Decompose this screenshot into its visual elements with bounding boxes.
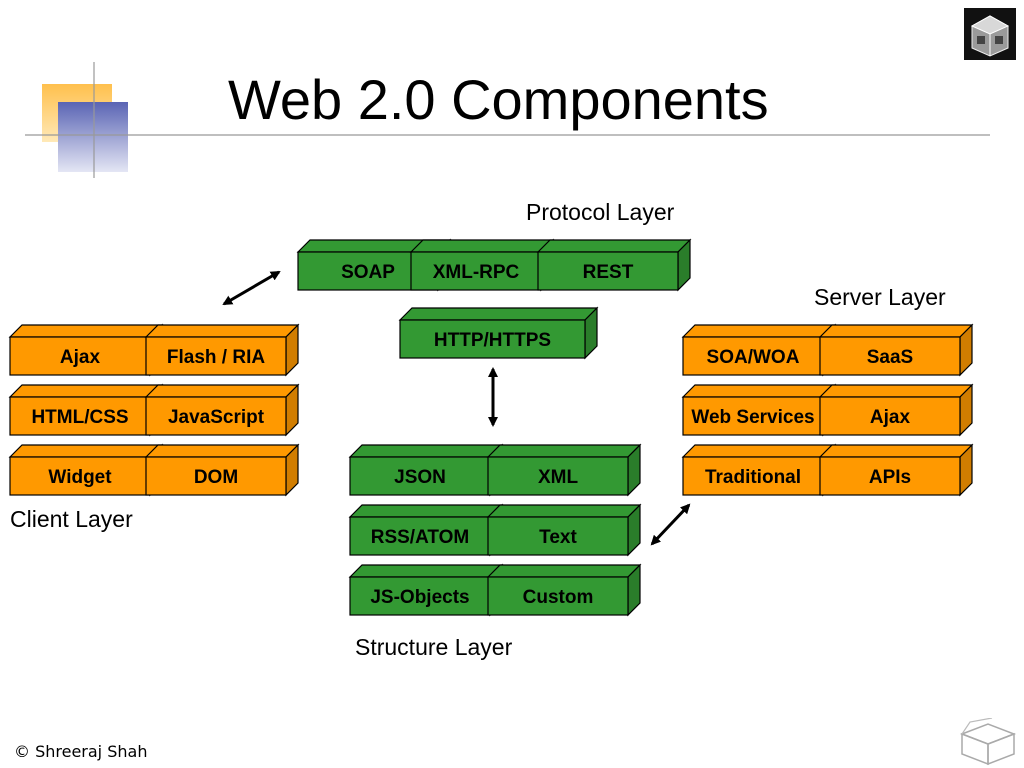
client-layer-label: Client Layer bbox=[10, 506, 133, 532]
box-protocol-1-0: HTTP/HTTPS bbox=[398, 306, 599, 360]
protocol-layer-label: Protocol Layer bbox=[526, 199, 675, 225]
box-label: Ajax bbox=[870, 407, 911, 428]
box-structure-0-1: XML bbox=[486, 443, 642, 497]
box-label: XML-RPC bbox=[433, 262, 520, 283]
structure-layer-label: Structure Layer bbox=[355, 634, 513, 660]
footer-copyright: © Shreeraj Shah bbox=[14, 742, 148, 761]
box-server-1-0: Web Services bbox=[681, 383, 837, 437]
page-title: Web 2.0 Components bbox=[228, 68, 769, 131]
box-label: Text bbox=[539, 527, 577, 548]
structure-server-arrow bbox=[650, 503, 691, 546]
box-label: Custom bbox=[523, 587, 594, 608]
box-label: Flash / RIA bbox=[167, 347, 265, 368]
box-label: JS-Objects bbox=[370, 587, 469, 608]
box-label: JSON bbox=[394, 467, 446, 488]
cube-logo-icon bbox=[964, 8, 1016, 60]
box-protocol-0-1: XML-RPC bbox=[409, 238, 555, 292]
box-client-1-0: HTML/CSS bbox=[8, 383, 164, 437]
server-layer-label: Server Layer bbox=[814, 284, 946, 310]
box-server-0-1: SaaS bbox=[818, 323, 974, 377]
box-label: HTTP/HTTPS bbox=[434, 330, 551, 351]
box-protocol-0-2: REST bbox=[536, 238, 692, 292]
box-structure-1-1: Text bbox=[486, 503, 642, 557]
box-label: SaaS bbox=[867, 347, 913, 368]
box-client-1-1: JavaScript bbox=[144, 383, 300, 437]
box-label: SOAP bbox=[341, 262, 395, 283]
box-label: REST bbox=[583, 262, 634, 283]
box-label: DOM bbox=[194, 467, 238, 488]
box-structure-1-0: RSS/ATOM bbox=[348, 503, 504, 557]
box-label: Web Services bbox=[691, 407, 814, 428]
decorative-squares-icon bbox=[25, 62, 990, 178]
box-label: JavaScript bbox=[168, 407, 265, 428]
box-label: RSS/ATOM bbox=[371, 527, 470, 548]
box-client-2-0: Widget bbox=[8, 443, 164, 497]
box-structure-0-0: JSON bbox=[348, 443, 504, 497]
box-label: XML bbox=[538, 467, 579, 488]
box-client-0-0: Ajax bbox=[8, 323, 164, 377]
box-structure-2-1: Custom bbox=[486, 563, 642, 617]
box-label: Ajax bbox=[60, 347, 101, 368]
box-label: SOA/WOA bbox=[707, 347, 800, 368]
box-server-0-0: SOA/WOA bbox=[681, 323, 837, 377]
box-client-0-1: Flash / RIA bbox=[144, 323, 300, 377]
box-label: HTML/CSS bbox=[31, 407, 128, 428]
box-client-2-1: DOM bbox=[144, 443, 300, 497]
open-box-outline-icon bbox=[959, 718, 1017, 766]
box-label: Traditional bbox=[705, 467, 801, 488]
client-protocol-arrow bbox=[222, 270, 281, 306]
box-server-2-1: APIs bbox=[818, 443, 974, 497]
box-server-2-0: Traditional bbox=[681, 443, 837, 497]
box-structure-2-0: JS-Objects bbox=[348, 563, 504, 617]
box-label: APIs bbox=[869, 467, 911, 488]
box-server-1-1: Ajax bbox=[818, 383, 974, 437]
box-label: Widget bbox=[48, 467, 112, 488]
